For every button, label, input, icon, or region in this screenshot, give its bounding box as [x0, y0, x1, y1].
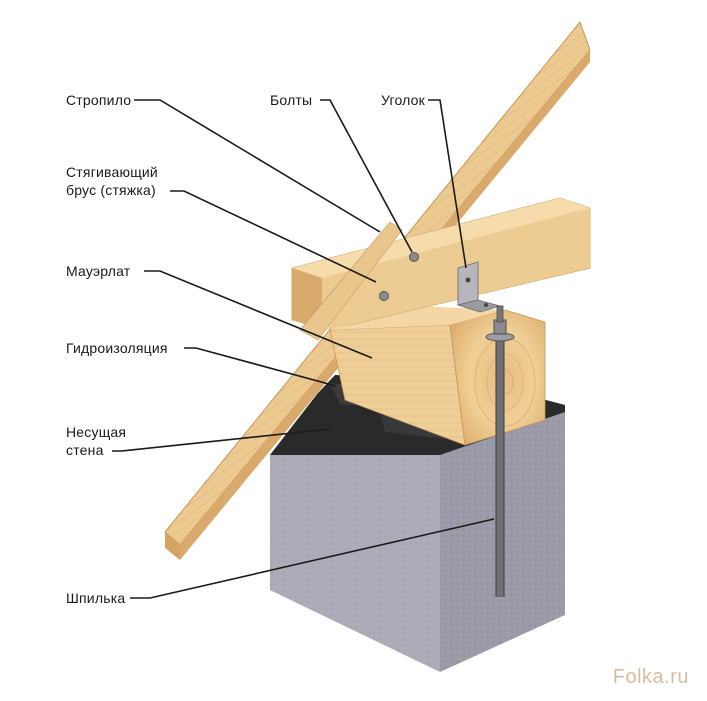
- label-wall: Несущая стена: [66, 423, 126, 459]
- label-tie-beam-line1: Стягивающий: [66, 164, 158, 180]
- label-tie-beam: Стягивающий брус (стяжка): [66, 163, 158, 199]
- leader-lines: [112, 99, 495, 599]
- label-stud: Шпилька: [66, 589, 125, 607]
- threaded-stud: [485, 305, 515, 597]
- label-angle: Уголок: [381, 91, 425, 109]
- bolts: [379, 252, 419, 301]
- label-wall-line2: стена: [66, 442, 104, 458]
- angle-bracket: [456, 261, 502, 313]
- label-mauerlat-text: Мауэрлат: [66, 263, 131, 279]
- leader-waterproofing: [184, 347, 337, 387]
- leader-mauerlat: [144, 270, 373, 359]
- leader-stud: [130, 518, 495, 599]
- leader-tie-beam: [170, 190, 377, 283]
- label-wall-line1: Несущая: [66, 424, 127, 440]
- label-tie-beam-line2: брус (стяжка): [66, 182, 156, 198]
- leader-rafter: [134, 99, 381, 233]
- label-bolts: Болты: [270, 91, 312, 109]
- label-bolts-text: Болты: [270, 92, 313, 108]
- label-rafter-text: Стропило: [66, 92, 132, 108]
- label-waterproofing-text: Гидроизоляция: [66, 340, 168, 356]
- watermark: Folka.ru: [612, 666, 689, 688]
- leader-bolts: [320, 99, 413, 253]
- label-waterproofing: Гидроизоляция: [66, 339, 168, 357]
- label-rafter: Стропило: [66, 91, 131, 109]
- label-stud-text: Шпилька: [66, 590, 126, 606]
- label-angle-text: Уголок: [381, 92, 425, 108]
- leader-angle: [428, 99, 467, 269]
- label-mauerlat: Мауэрлат: [66, 262, 130, 280]
- rafter-front: [299, 221, 403, 341]
- leader-wall: [112, 428, 331, 452]
